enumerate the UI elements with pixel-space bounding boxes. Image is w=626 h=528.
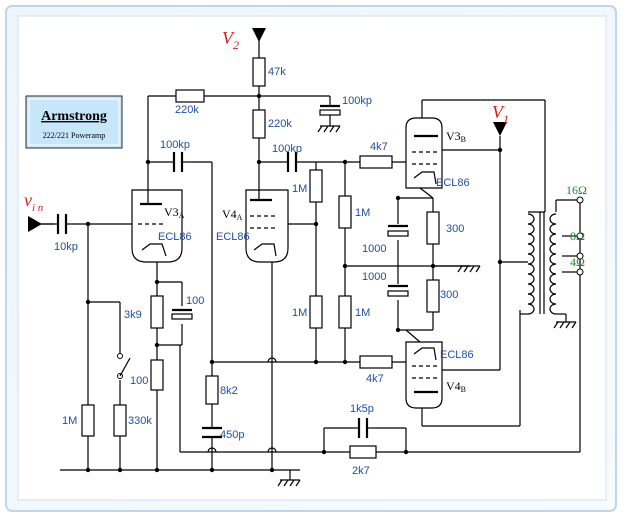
- subtitle-text: 222/221 Poweramp: [43, 131, 105, 140]
- ground-symbols: [277, 125, 577, 487]
- label-1m-b: 1M: [355, 207, 370, 219]
- label-100-cap: 100: [186, 295, 204, 307]
- label-100kp-top: 100kp: [342, 95, 372, 107]
- label-1000-b: 1000: [362, 271, 386, 283]
- v1-label: V1: [492, 102, 509, 126]
- title-box: Armstrong 222/221 Poweramp: [25, 95, 123, 149]
- capacitors: [54, 104, 409, 442]
- terminal-16-icon: [576, 196, 584, 204]
- label-100kp-mid: 100kp: [272, 143, 302, 155]
- label-2k7: 2k7: [352, 465, 370, 477]
- drawing-area: [17, 15, 607, 501]
- resistor-100: [150, 359, 164, 391]
- resistor-330k: [113, 404, 127, 437]
- resistor-47k: [252, 57, 266, 87]
- label-1m-c: 1M: [292, 307, 307, 319]
- title-text: Armstrong: [41, 109, 107, 124]
- output-4-label: 4Ω: [570, 255, 585, 269]
- tube-v4b: [405, 341, 443, 409]
- label-220k: 220k: [268, 118, 292, 130]
- label-4k7-top: 4k7: [370, 141, 388, 153]
- output-8-label: 8Ω: [570, 229, 585, 243]
- tube-v3a: [131, 189, 183, 263]
- resistor-1m-d: [338, 295, 352, 329]
- resistor-1m-a: [309, 169, 323, 203]
- v3b-type: ECL86: [436, 177, 470, 189]
- tube-v4a: [245, 189, 289, 263]
- label-100kp-left: 100kp: [160, 139, 190, 151]
- vin-arrow-icon: [28, 216, 42, 232]
- resistor-3k9: [150, 295, 164, 329]
- label-1k5p: 1k5p: [350, 403, 374, 415]
- v4a-name: V4A: [222, 207, 243, 222]
- label-100-res: 100: [130, 375, 148, 387]
- v3a-name: V3A: [164, 205, 185, 220]
- label-1000-a: 1000: [362, 243, 386, 255]
- feedback-switch: [117, 353, 131, 379]
- v4b-type: ECL86: [440, 349, 474, 361]
- terminal-4-icon: [576, 252, 584, 260]
- label-300-a: 300: [446, 223, 464, 235]
- label-47k: 47k: [268, 66, 286, 78]
- label-8k2: 8k2: [220, 385, 238, 397]
- label-220k-top: 220k: [175, 104, 199, 116]
- tube-v3b: [405, 117, 443, 189]
- label-450p: 450p: [220, 429, 244, 441]
- label-3k9: 3k9: [124, 309, 142, 321]
- label-10kp: 10kp: [54, 241, 78, 253]
- output-transformer: [520, 196, 584, 322]
- resistor-1m-b: [338, 195, 352, 229]
- label-1m-in: 1M: [62, 415, 77, 427]
- v3b-name: V3B: [446, 129, 466, 144]
- resistor-300-a: [426, 211, 440, 245]
- output-16-label: 16Ω: [566, 183, 587, 197]
- resistor-2k7: [349, 445, 377, 459]
- resistor-8k2: [205, 375, 219, 405]
- v1-arrow-icon: [493, 122, 507, 136]
- label-330k: 330k: [128, 415, 152, 427]
- resistor-220k: [252, 109, 266, 139]
- label-1m-d: 1M: [355, 307, 370, 319]
- resistor-1m-in: [81, 404, 95, 437]
- v3a-type: ECL86: [158, 231, 192, 243]
- resistor-4k7-bot: [359, 355, 393, 369]
- terminal-8-icon: [576, 232, 584, 240]
- v4b-name: V4B: [446, 379, 466, 394]
- wires: [30, 40, 581, 480]
- v4a-type: ECL86: [216, 231, 250, 243]
- v2-arrow-icon: [252, 28, 266, 42]
- junction-dots: [85, 93, 503, 473]
- label-4k7-bot: 4k7: [366, 373, 384, 385]
- v2-label: V2: [222, 28, 239, 52]
- resistor-1m-c: [309, 295, 323, 329]
- resistor-4k7-top: [359, 155, 393, 169]
- terminal-0-icon: [576, 268, 584, 276]
- label-1m-a: 1M: [292, 183, 307, 195]
- supply-arrows: [28, 28, 507, 232]
- labels: V2 V1 vi n V3A ECL86 V4A ECL86 V3B ECL86…: [24, 28, 587, 477]
- resistor-220k-top: [175, 89, 205, 103]
- resistors: [81, 57, 440, 459]
- vin-label: vi n: [24, 190, 44, 214]
- resistor-300-b: [426, 279, 440, 313]
- label-300-b: 300: [440, 289, 458, 301]
